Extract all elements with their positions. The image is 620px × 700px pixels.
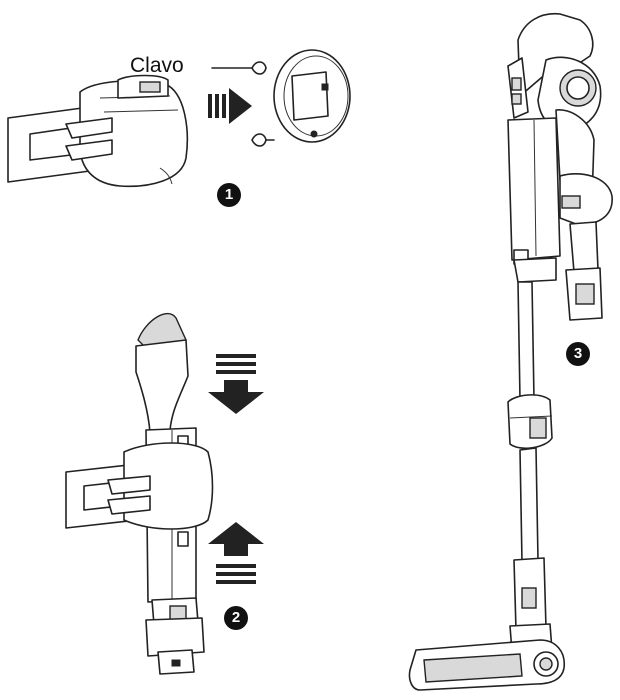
step2-holder-bracket bbox=[65, 442, 214, 530]
wall-mount-disc bbox=[273, 49, 351, 143]
stick-vacuum bbox=[408, 13, 613, 691]
clavo-pointer bbox=[211, 61, 275, 147]
arrow-up bbox=[208, 522, 264, 584]
step-3-badge: 3 bbox=[566, 342, 590, 366]
step-1-badge: 1 bbox=[217, 183, 241, 207]
push-arrow bbox=[208, 88, 252, 124]
arrow-down bbox=[208, 354, 264, 414]
step-2-badge: 2 bbox=[224, 606, 248, 630]
clavo-label: Clavo bbox=[130, 54, 184, 77]
step1-holder-bracket bbox=[7, 74, 189, 188]
